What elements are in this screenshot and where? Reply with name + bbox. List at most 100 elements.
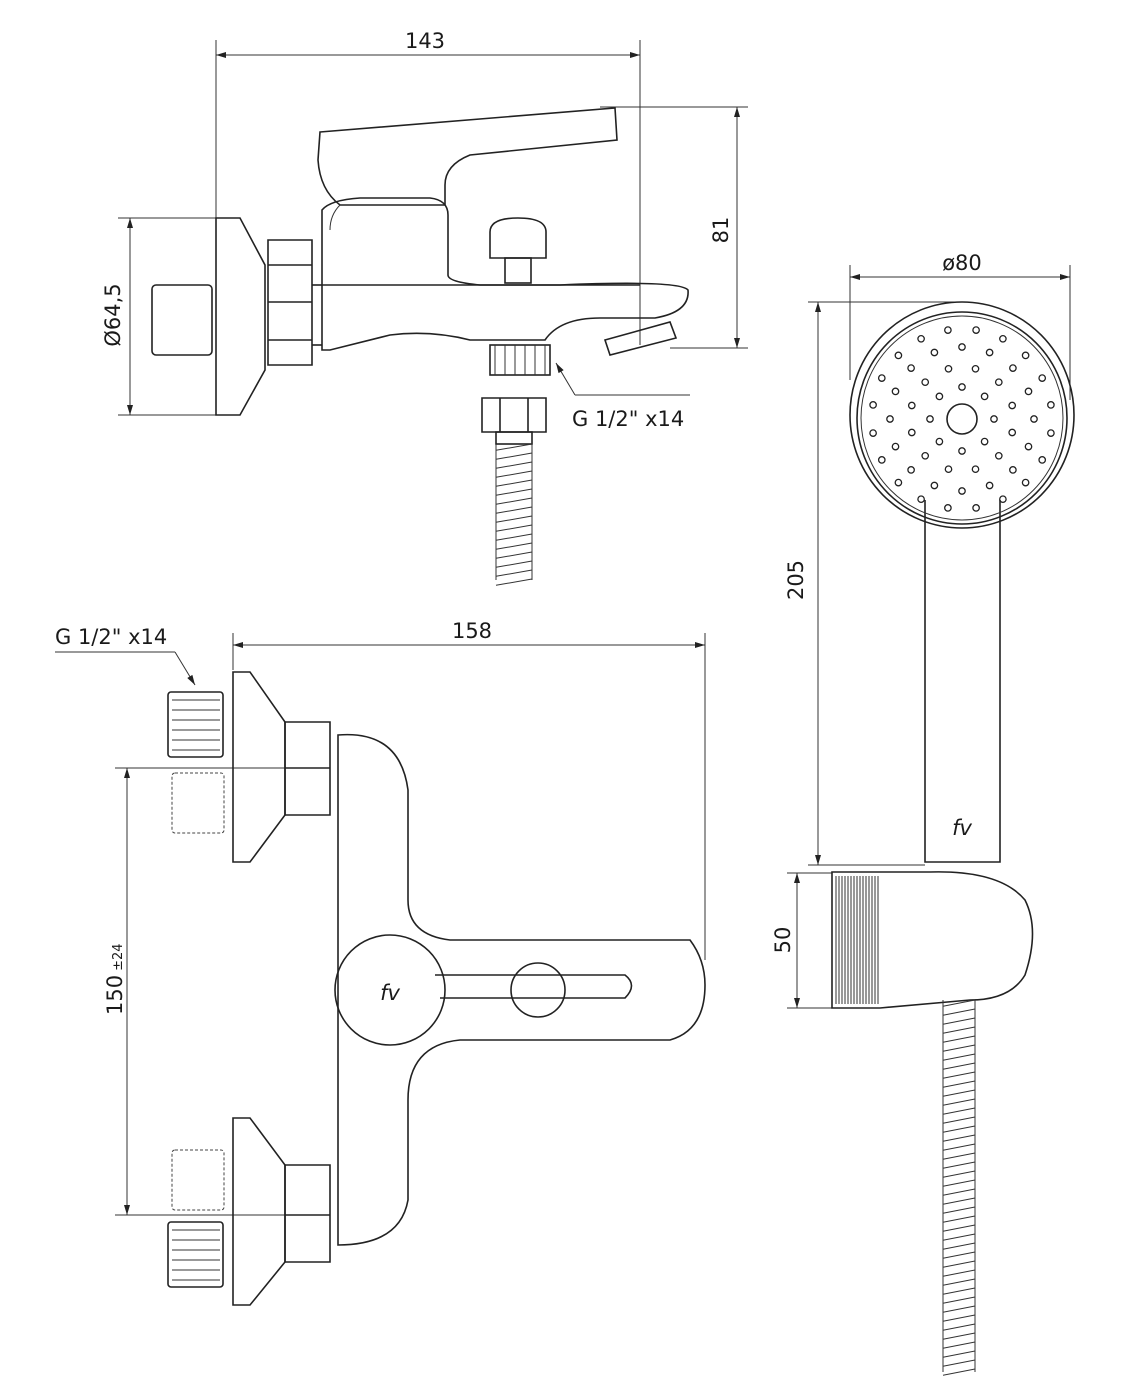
spray-hole (944, 326, 952, 334)
spray-hole (972, 504, 980, 512)
spray-hole (886, 415, 894, 423)
thread-label-top: G 1/2" x14 (572, 407, 684, 431)
spray-hole (869, 401, 877, 409)
spray-hole (907, 466, 915, 474)
thread-label-front: G 1/2" x14 (55, 625, 167, 649)
dim-205-label: 205 (784, 560, 808, 600)
spray-hole (1030, 415, 1038, 423)
spray-hole (958, 487, 966, 495)
spray-hole (930, 481, 939, 490)
spray-hole (944, 364, 953, 373)
outlet-thread (489, 344, 551, 376)
spray-hole (1021, 351, 1030, 360)
inlet-fitting (151, 284, 213, 356)
diverter-knob (489, 217, 547, 259)
spray-hole (944, 504, 952, 512)
spray-hole (917, 334, 925, 343)
hand-shower: ø80 205 50 fv (771, 251, 1075, 1376)
shower-hose (942, 999, 976, 1376)
fv-logo-shower: fv (952, 816, 972, 840)
spray-hole (958, 383, 966, 391)
shower-head-outer (849, 301, 1075, 529)
leader-line (174, 651, 196, 686)
dim-64-5-label: Ø64,5 (101, 283, 125, 346)
leader-line (555, 362, 576, 396)
lower-nut (284, 1164, 331, 1263)
lever-handle (317, 107, 618, 206)
spray-holes (869, 326, 1055, 512)
diverter-button (510, 962, 566, 1018)
spout-aerator (603, 321, 678, 356)
dim-80-label: ø80 (942, 251, 982, 275)
spray-hole (877, 456, 886, 464)
spray-hole (972, 326, 980, 334)
spray-hole (921, 451, 930, 460)
spray-hole (1047, 429, 1055, 437)
dim-150-value: 150 (103, 975, 127, 1015)
spray-hole (980, 437, 989, 446)
spray-hole (894, 351, 903, 360)
spray-hole (994, 378, 1003, 387)
spray-hole (877, 374, 886, 382)
spray-hole (869, 429, 877, 437)
spray-hole (1024, 387, 1033, 396)
spray-hole (921, 378, 930, 387)
spray-hole (917, 495, 925, 504)
spray-hole (1038, 374, 1047, 382)
spray-hole (944, 465, 953, 474)
spray-hole (971, 364, 980, 373)
hose (495, 443, 533, 586)
spray-hole (999, 334, 1007, 343)
upper-inlet-thread (167, 691, 224, 758)
spray-hole (907, 401, 916, 410)
dim-150-label: 150±24 (103, 943, 127, 1015)
hose-ferrule (495, 431, 533, 445)
spray-hole (935, 392, 944, 401)
spray-hole (990, 415, 998, 423)
spray-hole (926, 415, 934, 423)
wall-holder (831, 871, 1034, 1009)
wall-flange (215, 217, 266, 416)
spray-hole (894, 478, 903, 487)
spray-hole (999, 495, 1007, 504)
mixer-body-front (337, 733, 706, 1246)
shower-handle (924, 500, 1001, 863)
mixer-body (321, 197, 689, 351)
upper-inlet-hidden (171, 772, 225, 834)
hose-nut (481, 397, 547, 433)
dim-158-label: 158 (452, 619, 492, 643)
spray-hole (907, 364, 915, 372)
fv-logo: fv (380, 981, 400, 1005)
holder-ribs (835, 876, 879, 1004)
spray-hole (891, 387, 900, 396)
dim-50-label: 50 (771, 927, 795, 954)
spray-hole (980, 392, 989, 401)
lower-inlet-hidden (171, 1149, 225, 1211)
spray-hole (1021, 478, 1030, 487)
spray-hole (985, 481, 994, 490)
spray-hole (1024, 442, 1033, 451)
shower-head-face (856, 311, 1068, 525)
lower-flange (232, 1117, 286, 1306)
center-nozzle (946, 403, 978, 435)
dim-150-tolerance: ±24 (111, 943, 126, 970)
spray-hole (1038, 456, 1047, 464)
upper-nut (284, 721, 331, 816)
spray-hole (935, 437, 944, 446)
spray-hole (985, 348, 994, 357)
lever-arm (435, 974, 633, 999)
front-view: 158 G 1/2" x14 150±24 fv (55, 619, 706, 1306)
spray-hole (1009, 466, 1017, 474)
hex-nut (267, 239, 313, 366)
spray-hole (994, 451, 1003, 460)
spray-hole (958, 343, 966, 351)
lever-hub (334, 934, 446, 1046)
spray-hole (958, 447, 966, 455)
diverter-stem (504, 257, 532, 284)
spray-hole (971, 465, 980, 474)
dim-143-label: 143 (405, 29, 445, 53)
spray-hole (1008, 401, 1017, 410)
top-view: 143 81 Ø64,5 G 1/2" x14 (101, 29, 748, 586)
